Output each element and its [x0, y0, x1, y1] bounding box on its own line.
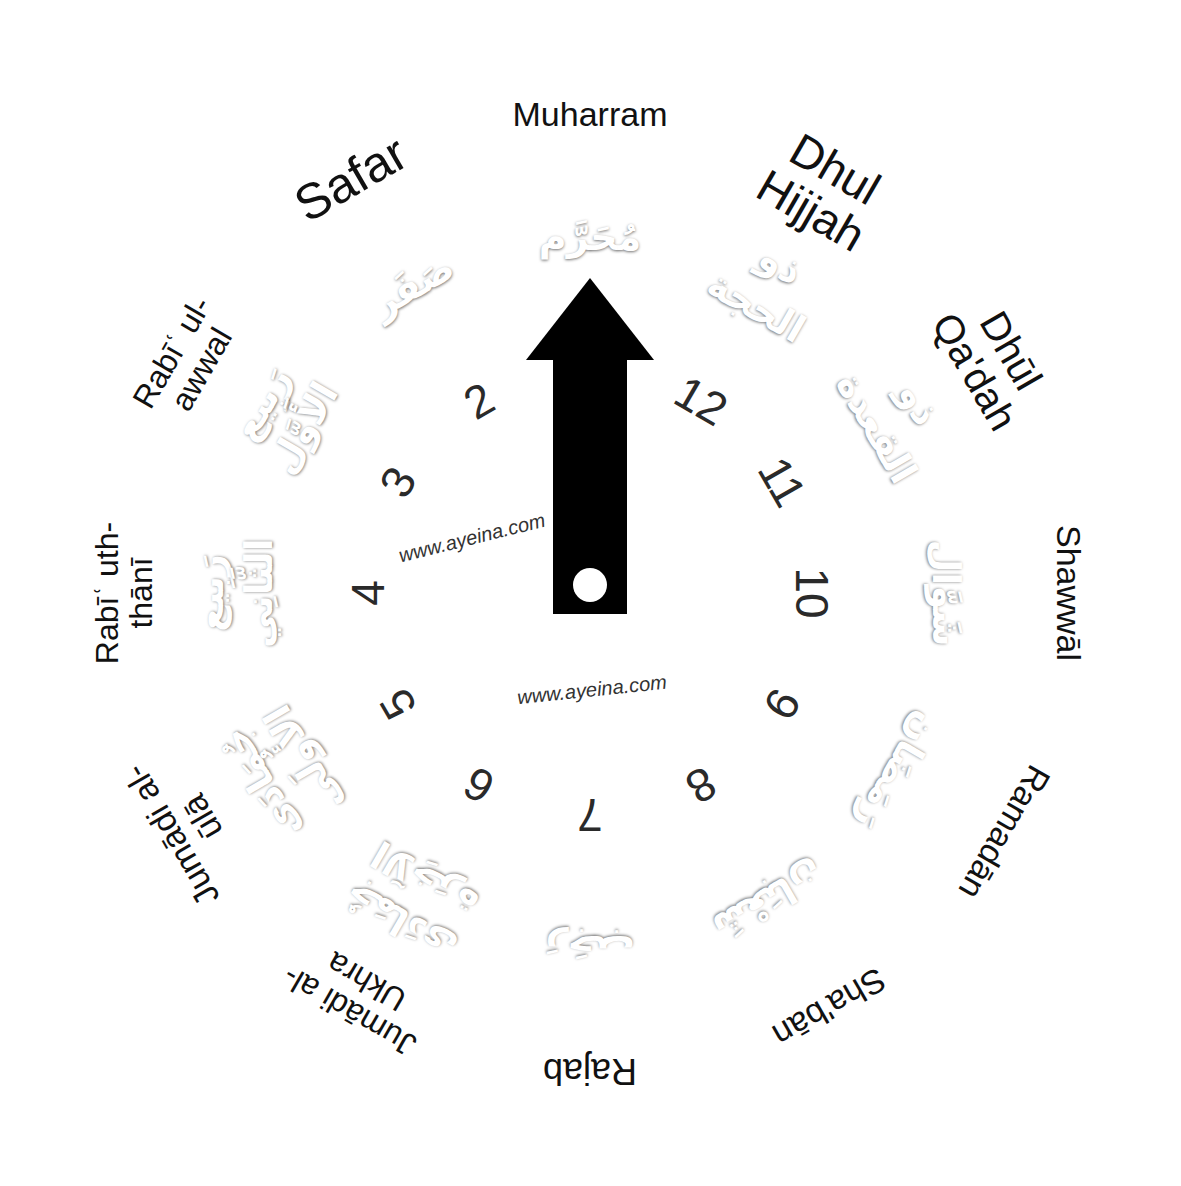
wedge-rim [1129, 449, 1148, 738]
arabic-month-name: شَعْبَان [690, 842, 845, 960]
wedge-rim [32, 449, 51, 738]
wedge-fill [51, 198, 590, 593]
wedge-fill [32, 449, 590, 738]
month-name: Dhul Hijjah [712, 98, 934, 282]
month-name: Ramadān [952, 759, 1057, 905]
month-number: 3 [369, 458, 426, 505]
wedge-fill [590, 54, 985, 593]
month-name: Rabīʿ uth-thānī [91, 493, 158, 693]
month-name: Muharram [513, 97, 668, 133]
arabic-month-name: رَمَضَان [839, 693, 957, 848]
month-wedge: Muharram مُحَرَّم [442, 32, 738, 596]
wedge-fill [590, 449, 1148, 738]
month-wedge: Rabīʿ uth-thānī رَبِيع الثَّانِي 4 [29, 445, 593, 741]
month-name: Sha'bān [767, 961, 892, 1054]
wedge-fill [446, 593, 735, 1151]
arrow-head [526, 278, 654, 360]
month-wedge: Jumādi al-ūlāجُمَادَى الأُولَى5 [48, 590, 593, 991]
month-number: 10 [787, 567, 838, 618]
watermark: www.ayeina.com [396, 509, 547, 568]
month-name: Rajab [543, 1052, 637, 1090]
month-number: 11 [748, 449, 816, 516]
arabic-month-name: رَبِيع الثَّانِي [186, 518, 285, 668]
month-number: 9 [754, 680, 811, 727]
arabic-month-name: شَوَّال [920, 518, 969, 668]
pivot-dot [573, 568, 607, 602]
wedge-fill [446, 35, 735, 593]
wedge-fill [590, 593, 1129, 988]
month-number: 6 [455, 757, 502, 814]
wedge-fill [195, 593, 590, 1132]
month-number: 5 [369, 680, 426, 727]
month-name: Dhūl Qa'dah [906, 253, 1079, 468]
month-number: 2 [455, 372, 502, 429]
month-number: 7 [577, 790, 603, 841]
wedge-fill [195, 54, 590, 593]
month-name: Shawwāl [1050, 525, 1086, 661]
month-wedge: Rajab رَجَب 7 [442, 590, 738, 1154]
arrow-shaft [553, 354, 627, 614]
month-number: 8 [677, 757, 724, 814]
arabic-month-name: رَجَب [515, 923, 665, 972]
month-name: Safar [286, 126, 416, 231]
wedge-rim [446, 1132, 735, 1151]
arabic-month-name: صَفَر [335, 227, 490, 345]
month-number: 12 [666, 366, 736, 435]
arabic-month-name: مُحَرَّم [515, 213, 665, 262]
month-wedge: Shawwāl شَوَّال 10 [587, 445, 1151, 741]
wedge-rim [446, 35, 735, 54]
month-number: 4 [343, 580, 394, 606]
watermark: www.ayeina.com [516, 671, 668, 710]
wedge-fill [51, 593, 590, 988]
month-wedge: Jumādi al-Ukhraجُمَادَى الآخِرَة6 [192, 590, 593, 1135]
